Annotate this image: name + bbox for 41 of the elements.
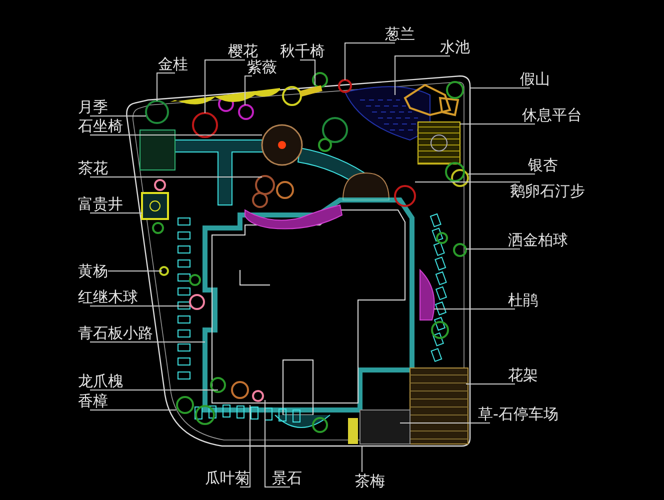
leader-line: [90, 134, 262, 136]
leader-line: [434, 308, 516, 310]
plant-label: 青石板小路: [78, 324, 153, 342]
plant-label: 龙爪槐: [78, 372, 123, 390]
leader-line: [300, 60, 316, 86]
plant-label: 樱花: [228, 42, 258, 60]
plant-label: 葱兰: [385, 25, 415, 43]
plant-label: 洒金柏球: [508, 231, 568, 249]
plant-label: 秋千椅: [280, 42, 325, 60]
plant-label: 茶花: [78, 159, 108, 177]
leader-line: [394, 56, 450, 96]
plant-label: 景石: [272, 469, 302, 487]
plant-label: 杜鹃: [508, 291, 538, 309]
leader-line: [108, 270, 162, 272]
leader-line: [264, 400, 290, 488]
plant-label: 黄杨: [78, 262, 108, 280]
plant-label: 瓜叶菊: [205, 469, 250, 487]
plant-label: 茶梅: [355, 472, 385, 490]
leader-line: [204, 60, 246, 114]
leader-line: [90, 176, 262, 178]
leader-line: [240, 404, 250, 488]
plant-label: 银杏: [528, 156, 558, 174]
plant-label: 富贵井: [78, 195, 123, 213]
plant-label: 石坐椅: [78, 117, 123, 135]
plant-label: 月季: [78, 98, 108, 116]
plant-label: 草-石停车场: [478, 405, 558, 423]
plant-label: 香樟: [78, 392, 108, 410]
plant-label: 假山: [520, 70, 550, 88]
plant-label: 红继木球: [78, 288, 138, 306]
plant-label: 花架: [508, 366, 538, 384]
leader-line: [156, 72, 176, 102]
leader-line: [244, 76, 252, 106]
plant-label: 鹅卵石汀步: [510, 182, 585, 200]
plant-label: 金桂: [158, 55, 188, 73]
leader-line: [466, 248, 520, 250]
leader-line: [400, 422, 490, 424]
plant-label: 紫薇: [247, 58, 277, 76]
leader-line: [344, 42, 396, 80]
plant-label: 休息平台: [522, 106, 582, 124]
plant-label: 水池: [440, 38, 470, 56]
leader-line: [90, 212, 142, 214]
